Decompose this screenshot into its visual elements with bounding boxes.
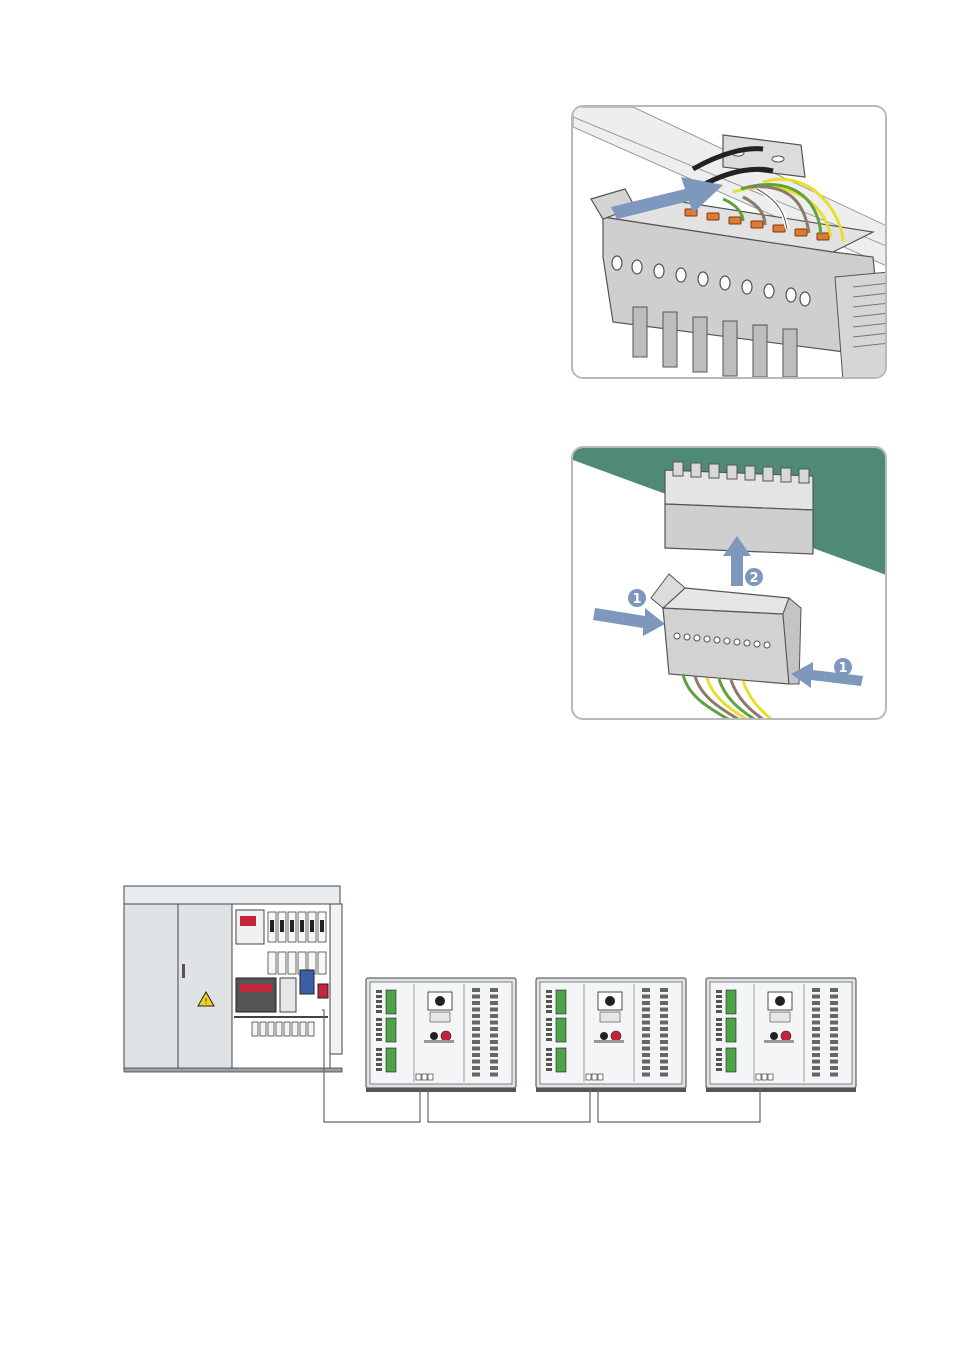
terminal-block bbox=[725, 989, 737, 1015]
cable-tie bbox=[691, 146, 764, 172]
svg-text:2: 2 bbox=[749, 571, 758, 586]
step-badge-2: 2 bbox=[745, 568, 763, 586]
switch-knob bbox=[430, 1032, 438, 1040]
pull-out-arrow bbox=[723, 536, 751, 586]
plug-wires bbox=[681, 673, 773, 718]
wires bbox=[722, 178, 845, 243]
terminal-block bbox=[385, 1017, 397, 1043]
device-3 bbox=[705, 977, 857, 1092]
connector-insertion-illustration bbox=[573, 107, 885, 377]
terminal-block bbox=[385, 1047, 397, 1073]
svg-text:!: ! bbox=[204, 997, 207, 1006]
connector-holes bbox=[611, 255, 811, 307]
figure-connector-removal: 1 2 1 bbox=[571, 446, 887, 720]
terminal-block bbox=[725, 1017, 737, 1043]
terminal-block bbox=[555, 1017, 567, 1043]
terminal-block bbox=[555, 989, 567, 1015]
cable-cabinet-to-device-1 bbox=[322, 1009, 421, 1123]
terminal-block bbox=[725, 1047, 737, 1073]
warning-icon bbox=[197, 990, 215, 1007]
device-2 bbox=[535, 977, 687, 1092]
cabinet-door-open bbox=[329, 903, 343, 1055]
switch-knob bbox=[600, 1032, 608, 1040]
step-badge-1-right: 1 bbox=[834, 658, 852, 676]
communication-cables bbox=[322, 1009, 761, 1123]
press-arrow-left bbox=[593, 608, 665, 636]
cable-device-1-to-device-2 bbox=[427, 1088, 591, 1123]
device-group bbox=[365, 977, 857, 1092]
press-arrow-right bbox=[791, 662, 863, 688]
cable-device-2-to-device-3 bbox=[597, 1088, 761, 1123]
insertion-arrow bbox=[611, 177, 723, 219]
figure-daisy-chain-wiring: ! bbox=[123, 885, 857, 1123]
svg-text:1: 1 bbox=[632, 592, 641, 607]
svg-text:1: 1 bbox=[838, 661, 847, 676]
control-cabinet: ! bbox=[123, 885, 343, 1073]
cable-tie bbox=[701, 166, 774, 188]
figure-connector-insertion bbox=[571, 105, 887, 379]
switch-knob bbox=[770, 1032, 778, 1040]
terminal-block bbox=[385, 989, 397, 1015]
connector-latch-right bbox=[834, 271, 885, 377]
step-badge-1-left: 1 bbox=[628, 589, 646, 607]
device-1 bbox=[365, 977, 517, 1092]
terminal-block bbox=[555, 1047, 567, 1073]
connector-removal-illustration: 1 2 1 bbox=[573, 448, 885, 718]
